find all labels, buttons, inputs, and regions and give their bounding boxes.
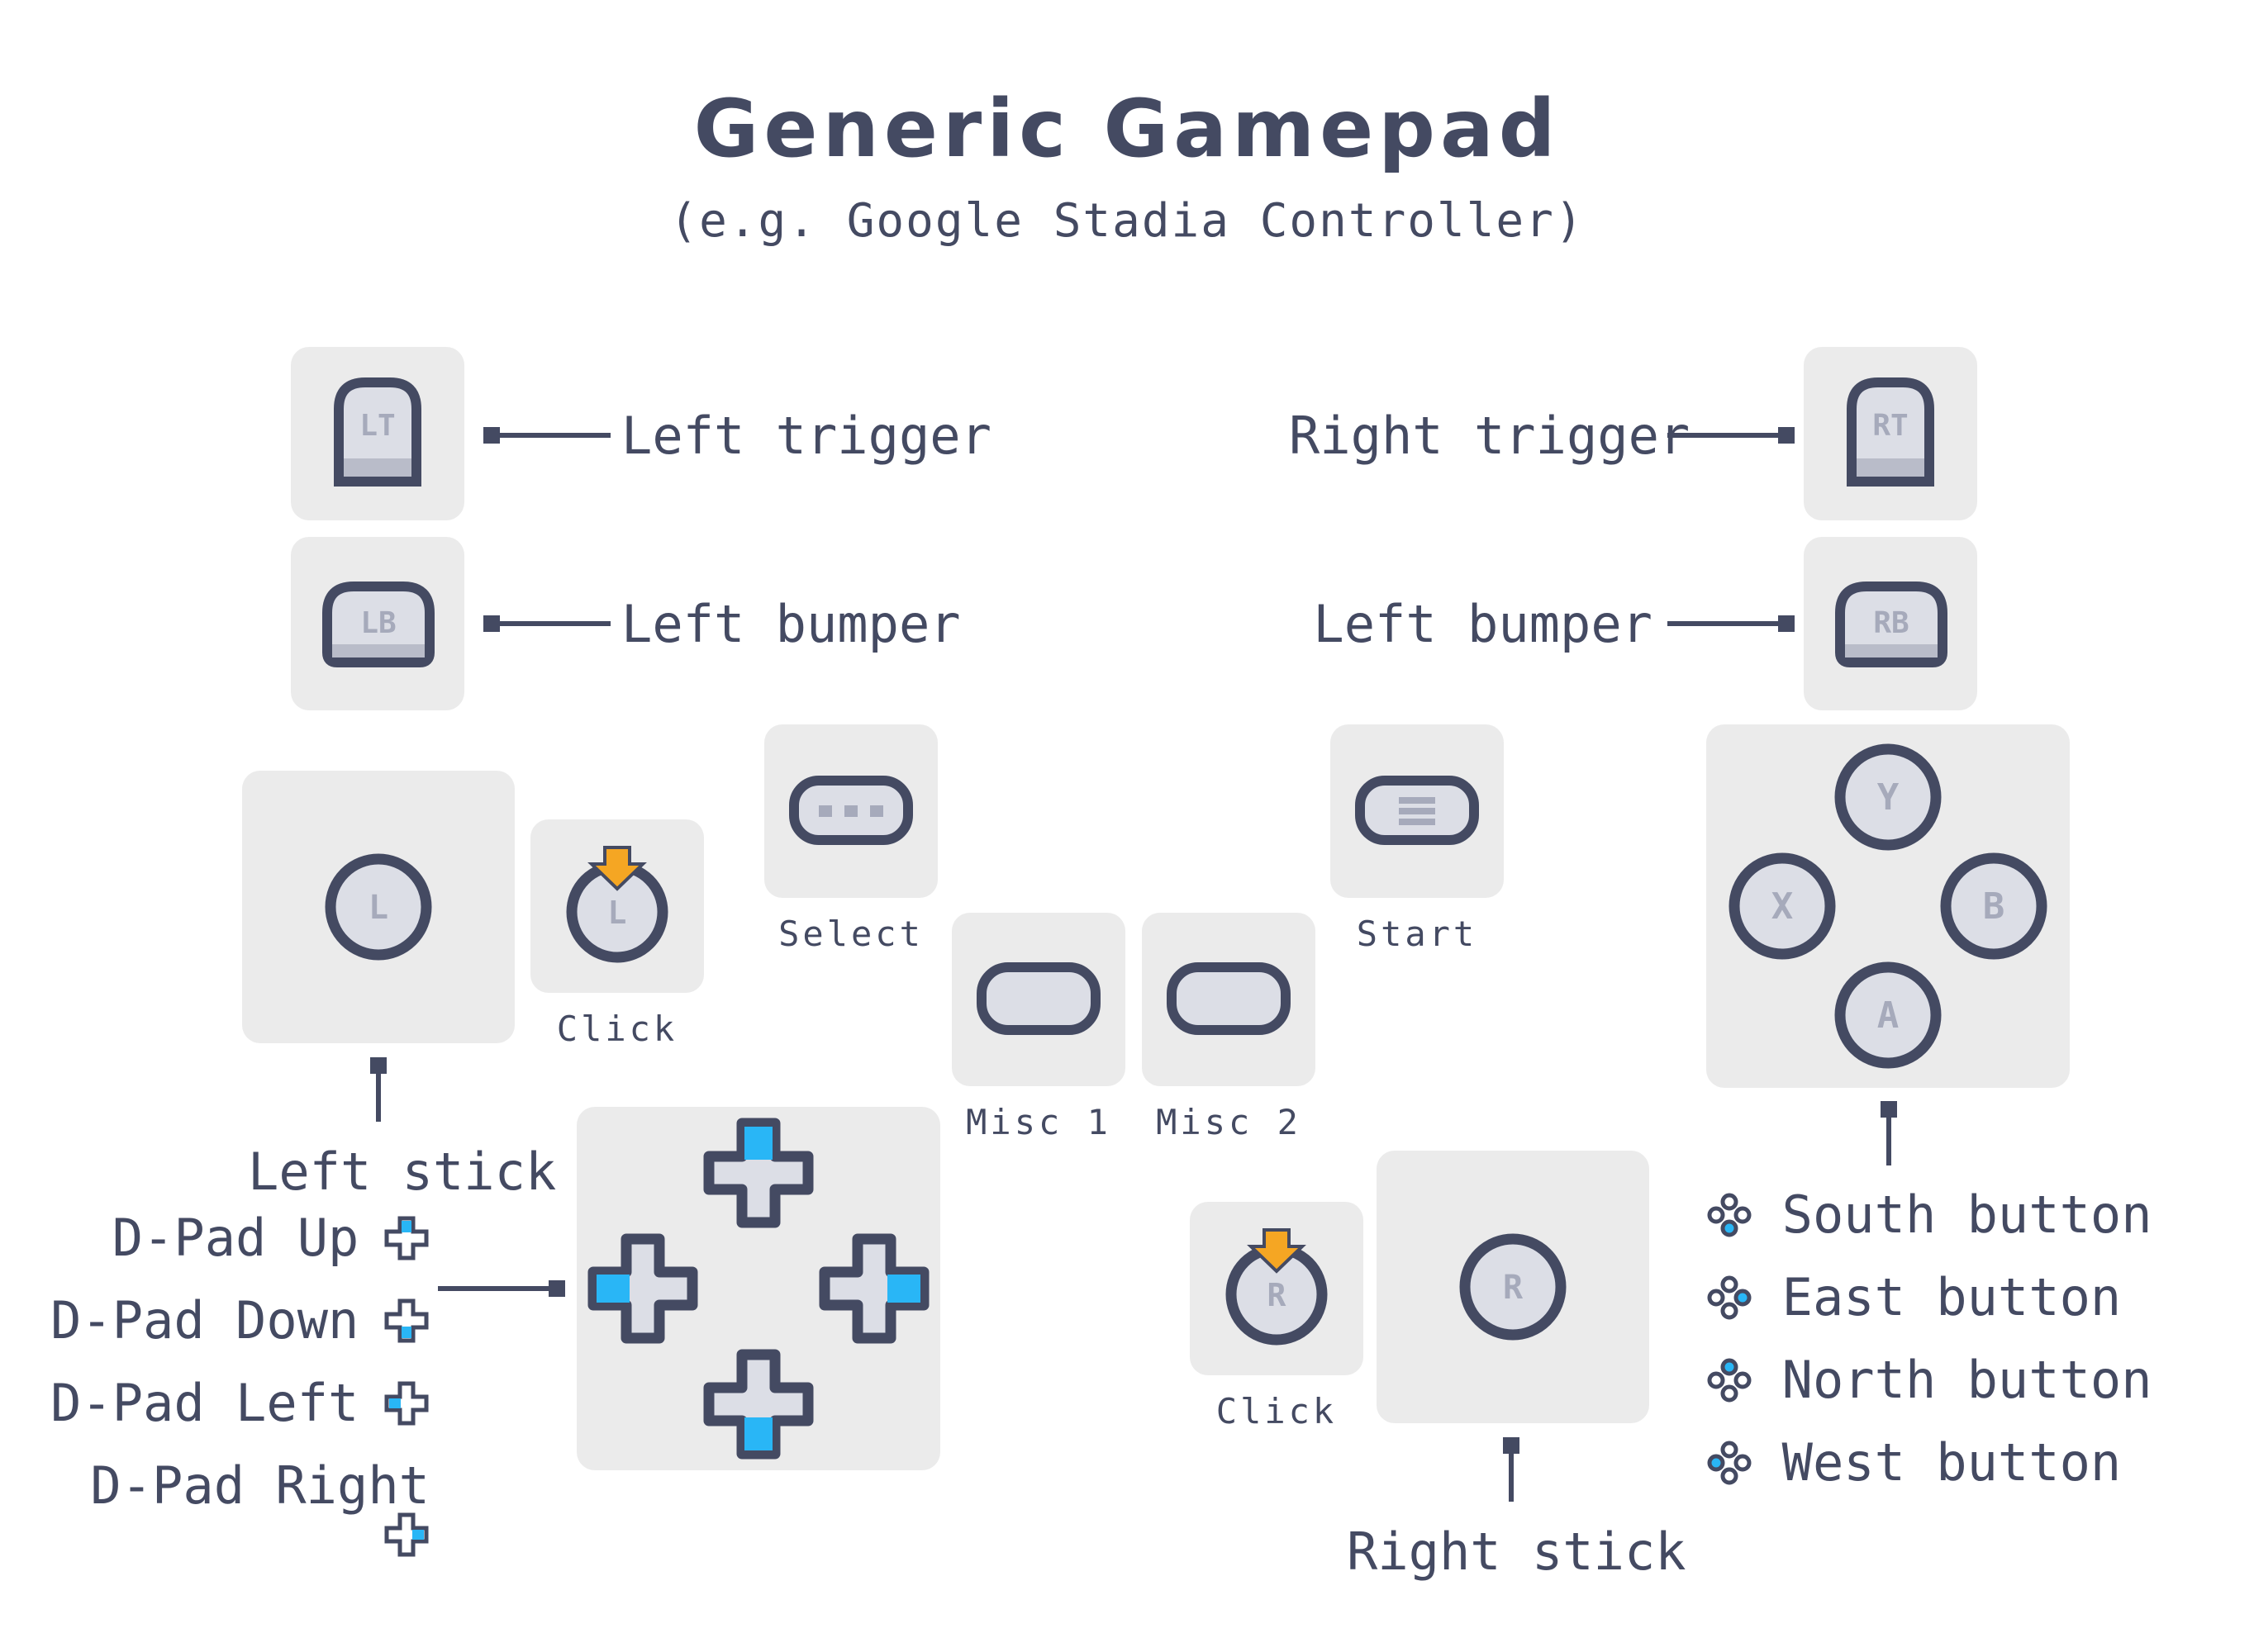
left-trigger-tile[interactable]: LT — [291, 347, 464, 520]
face-north-label: North button — [1781, 1350, 2152, 1410]
face-buttons-leader — [1881, 1101, 1897, 1165]
left-stick-click-icon: L — [566, 846, 668, 963]
dpad-tile[interactable] — [577, 1107, 940, 1470]
dpad-left-icon — [384, 1381, 429, 1426]
rt-button-icon: RT — [1847, 377, 1934, 487]
dpad-down-button[interactable] — [703, 1349, 814, 1460]
rb-glyph: RB — [1873, 606, 1909, 640]
dpad-left-button[interactable] — [587, 1233, 698, 1344]
face-list-item: South button — [1706, 1189, 2202, 1272]
select-button-icon — [789, 776, 913, 845]
right-trigger-leader — [1667, 427, 1795, 444]
left-stick-click-tile[interactable]: L — [530, 819, 704, 993]
face-list-item: East button — [1706, 1272, 2202, 1355]
dpad-up-label: D-Pad Up — [112, 1208, 359, 1268]
face-buttons-tile[interactable]: Y X B A — [1706, 724, 2070, 1088]
right-stick-leader — [1503, 1437, 1519, 1502]
dpad-list-item: D-Pad Right — [33, 1460, 430, 1557]
dpad-left-label: D-Pad Left — [50, 1373, 359, 1433]
left-bumper-label: Left bumper — [621, 594, 961, 654]
misc1-label: Misc 1 — [966, 1102, 1111, 1142]
right-stick-click-tile[interactable]: R — [1190, 1202, 1363, 1375]
left-stick-label: Left stick — [248, 1142, 557, 1202]
lt-button-icon: LT — [334, 377, 421, 487]
dpad-cluster — [587, 1118, 930, 1460]
dpad-list: D-Pad Up D-Pad Down D-Pad Left D-Pad Rig… — [33, 1213, 430, 1557]
left-stick-icon: L — [325, 853, 432, 961]
left-stick-tile[interactable]: L — [242, 771, 515, 1043]
misc2-label: Misc 2 — [1156, 1102, 1301, 1142]
right-stick-glyph: R — [1503, 1269, 1524, 1307]
misc2-tile[interactable] — [1142, 913, 1315, 1086]
dpad-leader — [438, 1280, 565, 1297]
dpad-up-icon — [384, 1216, 429, 1260]
left-stick-leader — [370, 1057, 387, 1122]
face-south-icon — [1707, 1193, 1752, 1237]
face-west-icon — [1707, 1441, 1752, 1485]
dpad-list-item: D-Pad Up — [33, 1213, 430, 1295]
page-title: Generic Gamepad — [693, 83, 1561, 175]
face-buttons-diamond: Y X B A — [1729, 743, 2047, 1069]
dpad-right-label: D-Pad Right — [90, 1455, 430, 1516]
dpad-up-button[interactable] — [703, 1118, 814, 1228]
dpad-down-icon — [384, 1298, 429, 1343]
face-north-icon — [1707, 1358, 1752, 1403]
left-click-label: Click — [556, 1009, 678, 1049]
face-y-glyph: Y — [1877, 776, 1900, 819]
right-stick-label: Right stick — [1347, 1521, 1686, 1582]
misc1-tile[interactable] — [952, 913, 1125, 1086]
right-bumper-tile[interactable]: RB — [1804, 537, 1977, 710]
left-stick-glyph: L — [369, 889, 388, 927]
left-bumper-leader — [483, 615, 611, 632]
rt-glyph: RT — [1872, 409, 1908, 443]
face-a-glyph: A — [1877, 995, 1900, 1037]
select-label: Select — [778, 914, 924, 954]
dpad-down-label: D-Pad Down — [50, 1290, 359, 1351]
face-north-y-button[interactable]: Y — [1834, 743, 1942, 851]
start-button-icon — [1355, 776, 1479, 845]
rb-button-icon: RB — [1835, 582, 1947, 667]
face-buttons-list: South button East button North button We… — [1706, 1189, 2202, 1520]
dpad-list-item: D-Pad Left — [33, 1378, 430, 1460]
misc2-button-icon — [1167, 962, 1291, 1035]
face-list-item: North button — [1706, 1355, 2202, 1437]
right-bumper-label: Left bumper — [1313, 594, 1652, 654]
face-west-label: West button — [1781, 1432, 2122, 1493]
face-east-b-button[interactable]: B — [1940, 852, 2047, 960]
start-label: Start — [1356, 914, 1478, 954]
lb-button-icon: LB — [322, 582, 435, 667]
svg-text:L: L — [608, 895, 627, 931]
face-east-label: East button — [1781, 1267, 2122, 1327]
dpad-right-button[interactable] — [819, 1233, 930, 1344]
face-list-item: West button — [1706, 1437, 2202, 1520]
face-south-label: South button — [1781, 1184, 2152, 1245]
right-trigger-tile[interactable]: RT — [1804, 347, 1977, 520]
face-x-glyph: X — [1771, 885, 1794, 928]
right-stick-tile[interactable]: R — [1377, 1151, 1649, 1423]
lb-glyph: LB — [360, 606, 396, 640]
face-south-a-button[interactable]: A — [1834, 961, 1942, 1069]
dpad-right-icon — [384, 1512, 429, 1557]
right-bumper-leader — [1667, 615, 1795, 632]
right-stick-icon: R — [1459, 1233, 1567, 1341]
select-tile[interactable] — [764, 724, 938, 898]
svg-text:R: R — [1267, 1277, 1286, 1313]
dpad-list-item: D-Pad Down — [33, 1295, 430, 1378]
face-west-x-button[interactable]: X — [1729, 852, 1836, 960]
left-trigger-label: Left trigger — [621, 406, 991, 466]
left-trigger-leader — [483, 427, 611, 444]
lt-glyph: LT — [359, 409, 395, 443]
left-bumper-tile[interactable]: LB — [291, 537, 464, 710]
start-tile[interactable] — [1330, 724, 1504, 898]
face-b-glyph: B — [1983, 885, 2005, 928]
right-stick-click-icon: R — [1225, 1228, 1328, 1346]
right-trigger-label: Right trigger — [1289, 406, 1690, 466]
face-east-icon — [1707, 1275, 1752, 1320]
page-subtitle: (e.g. Google Stadia Controller) — [669, 194, 1585, 248]
right-click-label: Click — [1215, 1391, 1338, 1431]
misc1-button-icon — [977, 962, 1101, 1035]
